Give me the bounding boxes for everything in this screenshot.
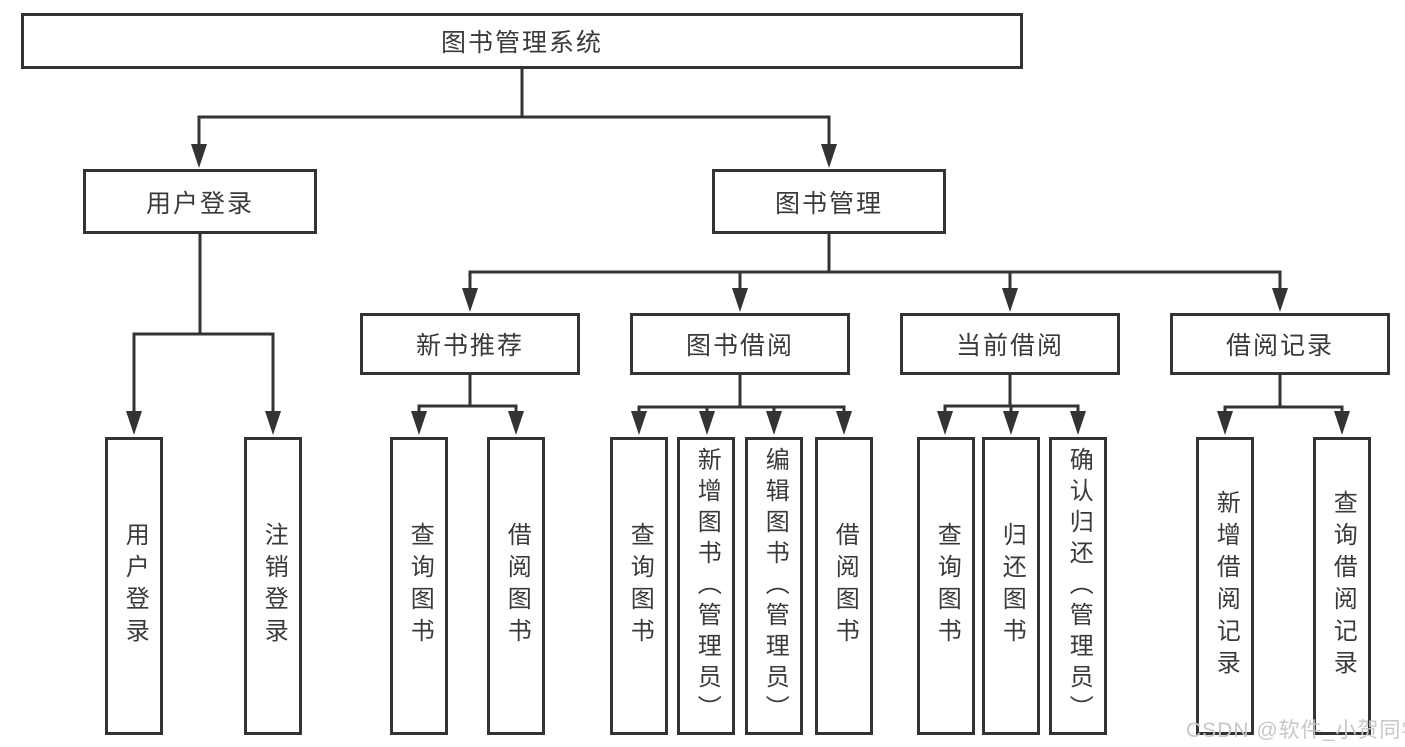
leaf-label: 查询图书 <box>933 522 961 650</box>
leaf-confirm-return-admin: 确认归还（管理员） <box>1049 437 1107 735</box>
leaf-query-books-current: 查询图书 <box>917 437 975 735</box>
leaf-logout: 注销登录 <box>244 437 302 735</box>
leaf-user-login: 用户登录 <box>105 437 163 735</box>
node-library-management-system: 图书管理系统 <box>21 13 1023 69</box>
leaf-label: 用户登录 <box>121 522 149 650</box>
connector-book-borrowing-to-leaves <box>631 375 852 435</box>
node-current-borrowing: 当前借阅 <box>900 313 1120 375</box>
leaf-add-books-admin: 新增图书（管理员） <box>677 437 735 735</box>
node-label: 借阅记录 <box>1225 332 1334 360</box>
leaf-query-borrow-record: 查询借阅记录 <box>1313 437 1371 735</box>
node-book-borrowing: 图书借阅 <box>630 313 850 375</box>
connector-new-book-to-leaves <box>411 375 524 435</box>
leaf-query-books-recommend: 查询图书 <box>390 437 448 735</box>
leaf-label: 新增图书（管理员） <box>693 446 721 726</box>
node-label: 用户登录 <box>145 189 254 218</box>
leaf-label: 借阅图书 <box>831 522 859 650</box>
leaf-borrow-books-borrowing: 借阅图书 <box>815 437 873 735</box>
leaf-label: 确认归还（管理员） <box>1065 446 1093 726</box>
leaf-label: 归还图书 <box>998 522 1026 650</box>
leaf-label: 查询图书 <box>406 522 434 650</box>
node-book-management: 图书管理 <box>712 169 946 234</box>
leaf-label: 借阅图书 <box>503 522 531 650</box>
node-label: 图书借阅 <box>685 332 794 360</box>
leaf-return-books: 归还图书 <box>982 437 1040 735</box>
node-borrowing-records: 借阅记录 <box>1170 313 1390 375</box>
leaf-query-books-borrowing: 查询图书 <box>610 437 668 735</box>
leaf-borrow-books-recommend: 借阅图书 <box>487 437 545 735</box>
node-label: 图书管理 <box>774 189 883 218</box>
node-user-login: 用户登录 <box>83 169 317 234</box>
node-label: 图书管理系统 <box>440 29 603 57</box>
connector-current-borrowing-to-leaves <box>937 375 1086 435</box>
node-new-book-recommendation: 新书推荐 <box>360 313 580 375</box>
node-label: 当前借阅 <box>955 332 1064 360</box>
node-label: 新书推荐 <box>415 332 524 360</box>
connector-root-to-level2 <box>191 69 837 168</box>
leaf-edit-books-admin: 编辑图书（管理员） <box>745 437 803 735</box>
leaf-label: 新增借阅记录 <box>1212 490 1240 682</box>
connector-book-management-to-level3 <box>462 234 1288 312</box>
connector-borrowing-records-to-leaves <box>1217 375 1350 435</box>
leaf-label: 查询借阅记录 <box>1329 490 1357 682</box>
leaf-label: 查询图书 <box>626 522 654 650</box>
csdn-watermark: CSDN @软件_小贺同学 <box>1186 719 1405 742</box>
leaf-add-borrow-record: 新增借阅记录 <box>1196 437 1254 735</box>
leaf-label: 编辑图书（管理员） <box>761 446 789 726</box>
leaf-label: 注销登录 <box>260 522 288 650</box>
connector-user-login-to-leaves <box>126 233 281 435</box>
